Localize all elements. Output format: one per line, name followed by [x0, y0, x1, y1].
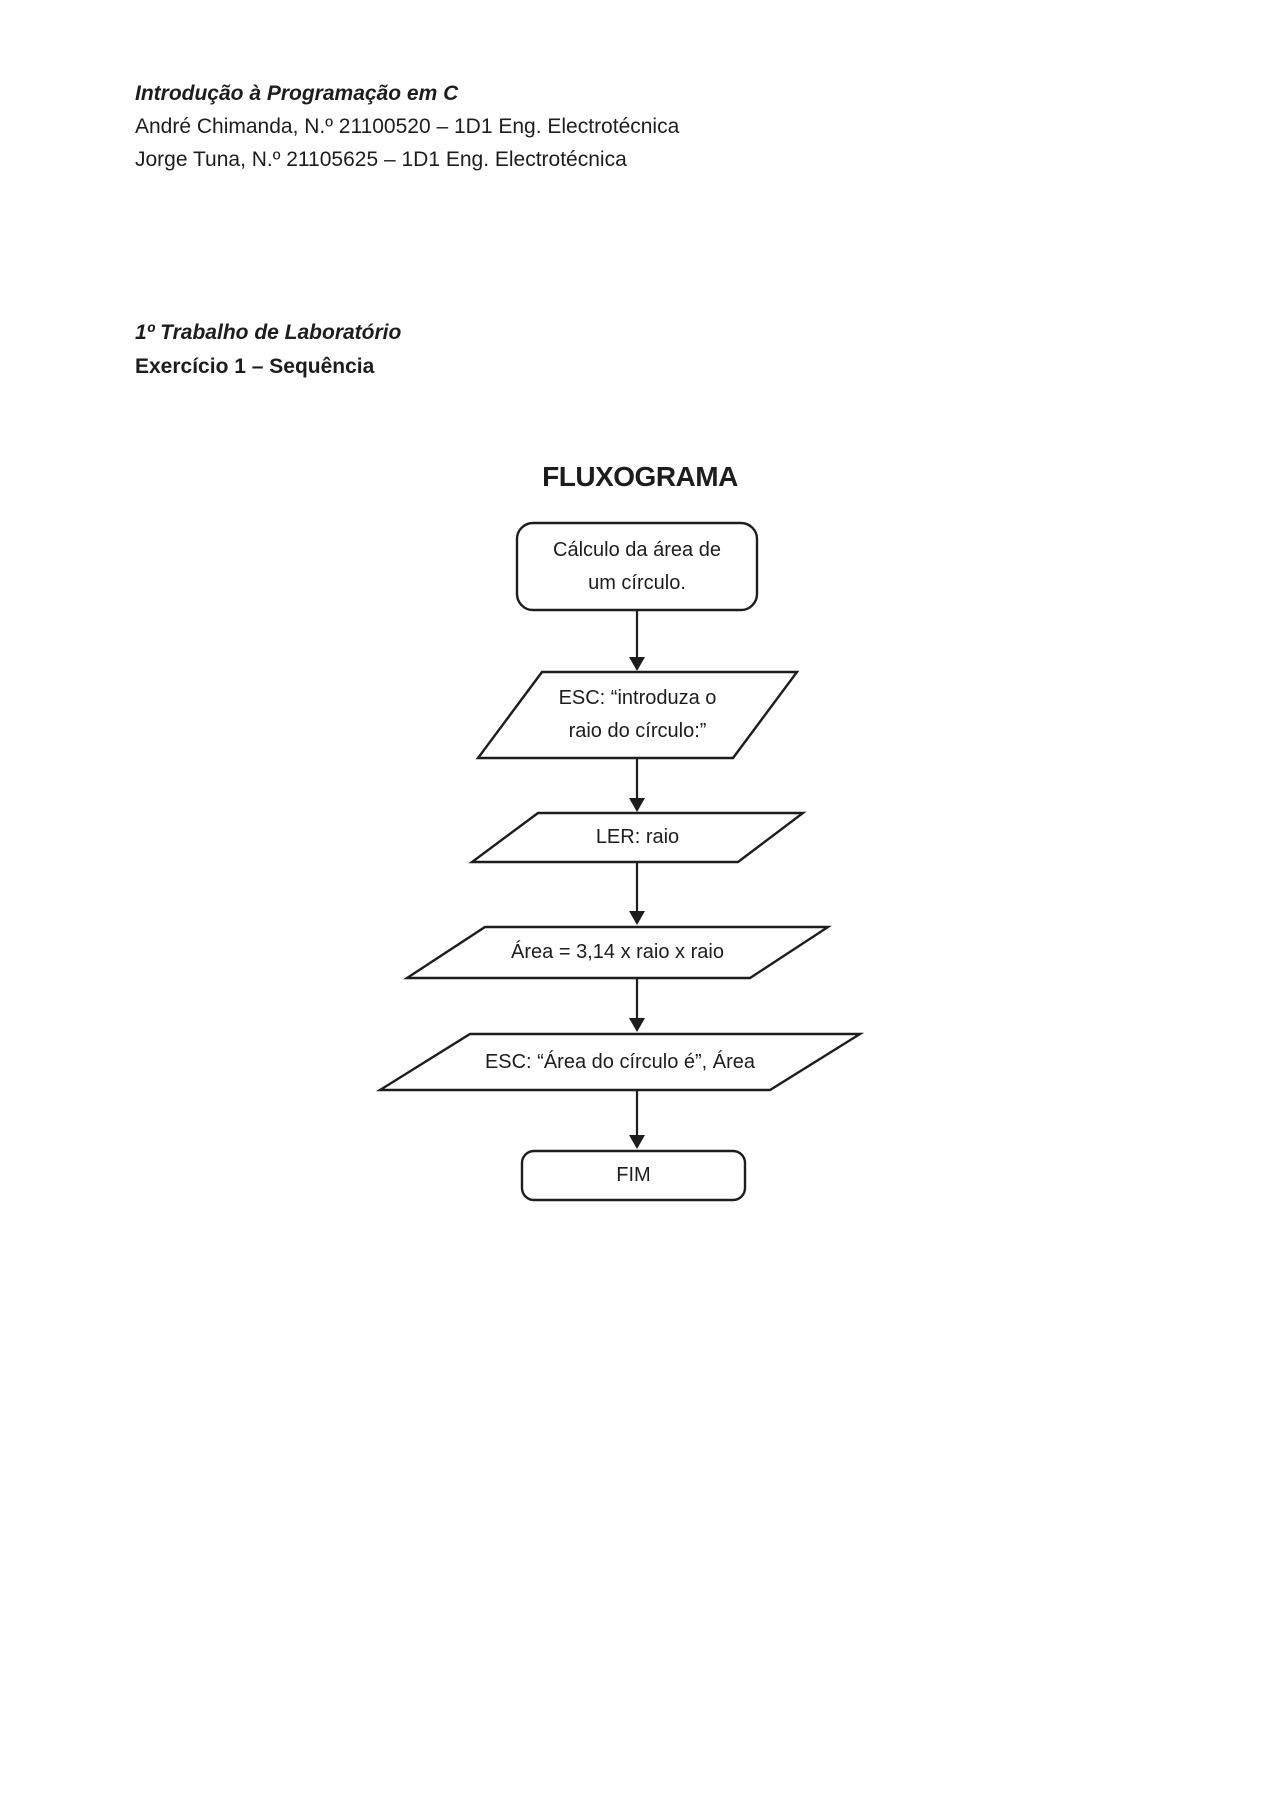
section-subtitle: Exercício 1 – Sequência — [135, 355, 375, 378]
esc-introduza-node-shape — [475, 670, 800, 760]
connector-arrow-5 — [629, 1090, 645, 1149]
calc-area-line-1: Área = 3,14 x raio x raio — [511, 941, 724, 963]
ler-raio-node-shape — [468, 811, 807, 864]
start-node-label: Cálculo da área de um círculo. — [517, 523, 757, 610]
esc-area-node-label: ESC: “Área do círculo é”, Área — [380, 1034, 860, 1090]
start-node-line-2: um círculo. — [588, 571, 686, 594]
esc-introduza-line-2: raio do círculo:” — [568, 720, 707, 742]
document-header: Introdução à Programação em C André Chim… — [135, 77, 679, 176]
esc-area-line-1: ESC: “Área do círculo é”, Área — [484, 1050, 756, 1073]
ler-raio-line-1: LER: raio — [595, 826, 680, 848]
connector-arrow-2 — [629, 758, 645, 812]
end-node-shape — [520, 1149, 747, 1202]
section-title: 1º Trabalho de Laboratório — [135, 321, 402, 344]
end-node-line-1: FIM — [616, 1164, 651, 1186]
ler-raio-node-label: LER: raio — [472, 813, 803, 862]
course-title: Introdução à Programação em C — [135, 82, 459, 105]
author-line-2: Jorge Tuna, N.º 21105625 – 1D1 Eng. Elec… — [135, 148, 627, 171]
flowchart-title: FLUXOGRAMA — [542, 461, 738, 492]
connector-arrow-1 — [629, 610, 645, 671]
calc-area-node-label: Área = 3,14 x raio x raio — [407, 927, 828, 978]
esc-introduza-line-1: ESC: “introduza o — [558, 687, 717, 709]
connector-arrow-4 — [629, 978, 645, 1032]
start-node-line-1: Cálculo da área de — [553, 538, 721, 561]
esc-introduza-node-label: ESC: “introduza o raio do círculo:” — [478, 672, 797, 758]
author-line-1: André Chimanda, N.º 21100520 – 1D1 Eng. … — [135, 115, 680, 138]
connector-arrow-3 — [629, 862, 645, 925]
esc-area-node-shape — [375, 1032, 865, 1092]
calc-area-node-shape — [402, 925, 833, 980]
section-heading: 1º Trabalho de Laboratório Exercício 1 –… — [135, 316, 401, 384]
end-node-label: FIM — [522, 1151, 745, 1200]
